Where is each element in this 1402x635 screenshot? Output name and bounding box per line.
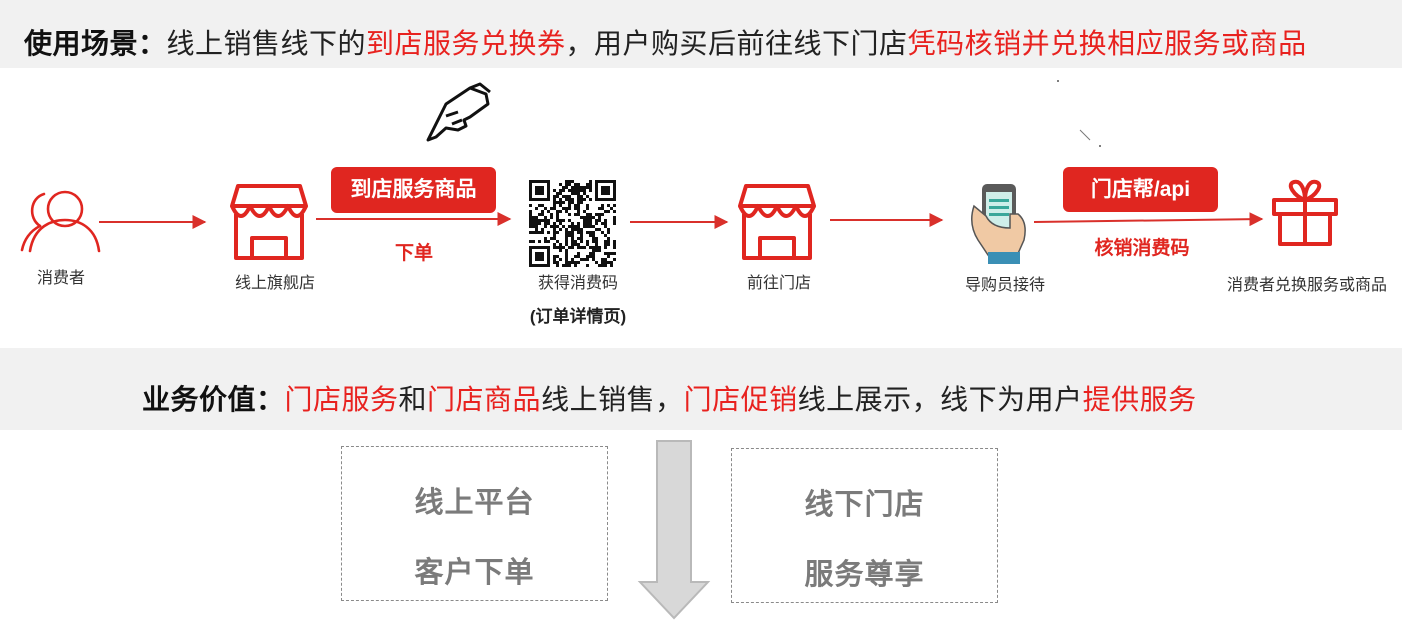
step-label-redeem: 消费者兑换服务或商品 xyxy=(1226,275,1388,294)
step-label-consumer: 消费者 xyxy=(36,268,86,287)
value-text-2: 线上销售， xyxy=(541,384,684,415)
step-label-online-store: 线上旗舰店 xyxy=(234,273,316,292)
scenario-highlight-2: 凭码核销并兑换相应服务或商品 xyxy=(907,28,1307,59)
scenario-label: 使用场景： xyxy=(24,28,167,59)
offline-box-line-2: 服务尊享 xyxy=(804,559,925,591)
user-icon xyxy=(20,190,101,253)
value-highlight-4: 提供服务 xyxy=(1082,384,1197,415)
phone-hand-icon xyxy=(971,184,1026,264)
store-icon xyxy=(230,184,308,260)
scenario-text-1: 线上销售线下的 xyxy=(166,28,367,59)
pointing-hand-icon xyxy=(426,82,491,142)
step-label-guide: 导购员接待 xyxy=(964,275,1046,294)
note-verify-code: 核销消费码 xyxy=(1094,238,1190,259)
down-arrow-icon xyxy=(637,440,711,620)
online-box-line-1: 线上平台 xyxy=(414,487,535,519)
value-text-1: 和 xyxy=(398,384,428,415)
value-label: 业务价值： xyxy=(142,384,285,415)
step-sublabel-order-page: (订单详情页) xyxy=(529,307,627,326)
scenario-highlight-1: 到店服务兑换券 xyxy=(366,28,566,59)
scenario-band xyxy=(0,0,1402,68)
value-band xyxy=(0,348,1402,430)
offline-store-box: 线下门店 服务尊享 xyxy=(731,448,998,603)
value-highlight-2: 门店商品 xyxy=(427,384,542,415)
tag-store-api: 门店帮/api xyxy=(1063,167,1218,212)
tag-store-service-goods: 到店服务商品 xyxy=(331,167,496,213)
gift-icon xyxy=(1272,179,1338,246)
value-text-3: 线上展示，线下为用户 xyxy=(797,384,1083,415)
qr-code-icon xyxy=(529,180,616,267)
flow-diagram xyxy=(20,80,1338,267)
step-label-go-store: 前往门店 xyxy=(746,273,812,292)
offline-box-line-1: 线下门店 xyxy=(804,489,925,521)
store-icon xyxy=(738,184,816,260)
note-place-order: 下单 xyxy=(394,243,434,264)
value-highlight-1: 门店服务 xyxy=(284,384,399,415)
scenario-text-2: ，用户购买后前往线下门店 xyxy=(565,28,908,59)
scenario-headline: 使用场景：线上销售线下的到店服务兑换券，用户购买后前往线下门店凭码核销并兑换相应… xyxy=(24,22,1307,62)
online-platform-box: 线上平台 客户下单 xyxy=(341,446,608,601)
online-box-line-2: 客户下单 xyxy=(414,557,535,589)
step-label-get-code: 获得消费码 xyxy=(537,273,619,292)
value-highlight-3: 门店促销 xyxy=(683,384,798,415)
value-headline: 业务价值：门店服务和门店商品线上销售，门店促销线上展示，线下为用户提供服务 xyxy=(142,378,1197,418)
